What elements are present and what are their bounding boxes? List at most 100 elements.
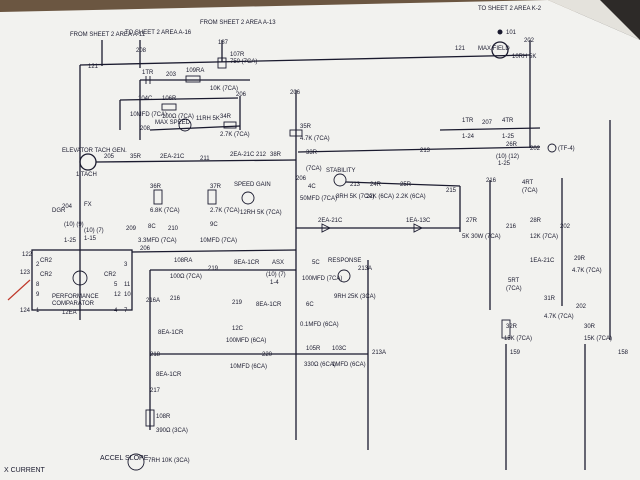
top-bus (79, 40, 541, 440)
svg-text:216: 216 (170, 296, 181, 302)
svg-text:12EA: 12EA (62, 310, 77, 316)
svg-text:9: 9 (36, 292, 40, 298)
svg-text:2EA-21C: 2EA-21C (230, 152, 255, 158)
svg-text:5K 30W (7CA): 5K 30W (7CA) (462, 234, 501, 240)
svg-text:1-25: 1-25 (502, 134, 515, 140)
svg-text:1 TACH: 1 TACH (76, 172, 97, 178)
svg-text:206: 206 (140, 246, 151, 252)
svg-text:107R: 107R (230, 52, 245, 58)
svg-text:22K (6CA): 22K (6CA) (366, 194, 394, 200)
ref-to-a16: TO SHEET 2 AREA A-16 (125, 30, 192, 36)
svg-text:158: 158 (618, 350, 629, 356)
svg-text:(10) (9): (10) (9) (64, 222, 84, 228)
svg-text:(7CA): (7CA) (306, 166, 322, 172)
svg-text:12: 12 (114, 292, 121, 298)
svg-text:X CURRENT: X CURRENT (4, 467, 46, 474)
svg-text:209: 209 (126, 226, 137, 232)
node-121b: 121 (88, 64, 99, 70)
svg-text:109RA: 109RA (186, 68, 204, 74)
svg-text:5: 5 (114, 282, 118, 288)
svg-text:100Ω (7CA): 100Ω (7CA) (170, 274, 202, 280)
node-187: 187 (218, 40, 229, 46)
svg-text:26R: 26R (506, 142, 518, 148)
svg-text:31R: 31R (544, 296, 556, 302)
svg-text:8EA-1CR: 8EA-1CR (234, 260, 260, 266)
svg-text:15K (7CA): 15K (7CA) (504, 336, 532, 342)
svg-text:1TR: 1TR (462, 118, 474, 124)
response-section: 108RA 100Ω (7CA) 219 8EA-1CR ASX (10) (7… (149, 258, 386, 450)
svg-text:33R: 33R (306, 150, 318, 156)
svg-text:10K (7CA): 10K (7CA) (210, 86, 238, 92)
svg-text:FX: FX (84, 202, 92, 208)
node-202: 202 (524, 38, 535, 44)
svg-text:215: 215 (446, 188, 457, 194)
svg-text:(7CA): (7CA) (522, 188, 538, 194)
svg-text:MAX SPEED: MAX SPEED (155, 120, 191, 126)
r34-group: 34R 2.7K (7CA) (220, 114, 250, 138)
svg-text:38R: 38R (270, 152, 282, 158)
svg-text:108RA: 108RA (174, 258, 192, 264)
svg-text:219: 219 (208, 266, 219, 272)
stability-section: 4C 50MFD (7CA) STABILITY 8RH 5K (7CA) 21… (300, 168, 461, 202)
svg-text:100MFD (6CA): 100MFD (6CA) (226, 338, 266, 344)
r36-group: 36R 6.8K (7CA) (150, 184, 180, 214)
right-ladder: 216 4RT (7CA) 27R 5K 30W (7CA) 216 28R 1… (459, 120, 629, 470)
itr-contact: 1TR 203 (142, 70, 177, 84)
svg-text:3: 3 (124, 262, 128, 268)
svg-text:0.1MFD (6CA): 0.1MFD (6CA) (300, 322, 339, 328)
svg-text:2.2K (6CA): 2.2K (6CA) (396, 194, 426, 200)
elevator-tach: ELEVATOR TACH GEN. 1 TACH 205 (62, 148, 297, 178)
svg-text:219: 219 (232, 300, 243, 306)
performance-comparator: DGR (10) (9) 1-25 204 FX (10) (7) 1-15 C… (7, 202, 297, 316)
svg-text:213A: 213A (372, 350, 386, 356)
svg-text:2.7K (7CA): 2.7K (7CA) (220, 132, 250, 138)
svg-text:4.7K (7CA): 4.7K (7CA) (544, 314, 574, 320)
ref-to-k2: TO SHEET 2 AREA K-2 (478, 6, 542, 12)
svg-text:5C: 5C (312, 260, 320, 266)
svg-text:4RT: 4RT (522, 180, 534, 186)
r109-group: 109RA 10K (7CA) (185, 68, 238, 92)
svg-text:124: 124 (20, 308, 31, 314)
svg-text:8EA-1CR: 8EA-1CR (158, 330, 184, 336)
svg-text:50MFD (7CA): 50MFD (7CA) (300, 196, 337, 202)
svg-text:203: 203 (166, 72, 177, 78)
svg-text:1: 1 (36, 308, 40, 314)
svg-text:24R: 24R (370, 182, 382, 188)
svg-text:PERFORMANCE: PERFORMANCE (52, 294, 99, 300)
svg-text:11RH 5K: 11RH 5K (196, 116, 220, 122)
svg-text:3.3MFD (7CA): 3.3MFD (7CA) (138, 238, 177, 244)
svg-text:ACCEL SLOPE: ACCEL SLOPE (100, 455, 149, 462)
svg-text:ASX: ASX (272, 260, 284, 266)
svg-text:CR2: CR2 (104, 272, 117, 278)
svg-text:216: 216 (486, 178, 497, 184)
speed-gain-pot: SPEED GAIN 12RH 5K (7CA) (234, 182, 282, 216)
svg-text:9RH 25K (3CA): 9RH 25K (3CA) (334, 294, 376, 300)
svg-text:206: 206 (236, 92, 247, 98)
svg-text:(10) (7): (10) (7) (266, 272, 286, 278)
svg-text:1EA-21C: 1EA-21C (530, 258, 555, 264)
svg-text:103C: 103C (332, 346, 347, 352)
svg-text:213: 213 (420, 148, 431, 154)
svg-text:105R: 105R (306, 346, 321, 352)
lower-left-chain: 216A 8EA-1CR 218 8EA-1CR 217 108R 390Ω (… (4, 298, 190, 474)
svg-text:8: 8 (36, 282, 40, 288)
c104-group: 104C 10MFD (7CA) (130, 96, 167, 118)
svg-text:25R: 25R (400, 182, 412, 188)
svg-text:4: 4 (114, 308, 118, 314)
mid-amp-row: 2EA-21C 1EA-13C (296, 218, 460, 233)
svg-text:4.7K (7CA): 4.7K (7CA) (572, 268, 602, 274)
svg-text:27R: 27R (466, 218, 478, 224)
svg-text:159: 159 (510, 350, 521, 356)
svg-text:SPEED GAIN: SPEED GAIN (234, 182, 271, 188)
svg-text:DGR: DGR (52, 208, 66, 214)
svg-text:8RH 5K (7CA): 8RH 5K (7CA) (336, 194, 374, 200)
svg-text:213A: 213A (358, 266, 372, 272)
svg-text:202: 202 (560, 224, 571, 230)
svg-text:11: 11 (124, 282, 131, 288)
svg-text:206: 206 (290, 90, 301, 96)
svg-text:216: 216 (506, 224, 517, 230)
svg-text:2EA-21C: 2EA-21C (318, 218, 343, 224)
svg-text:10RH 5K: 10RH 5K (512, 54, 536, 60)
svg-text:35R: 35R (300, 124, 312, 130)
